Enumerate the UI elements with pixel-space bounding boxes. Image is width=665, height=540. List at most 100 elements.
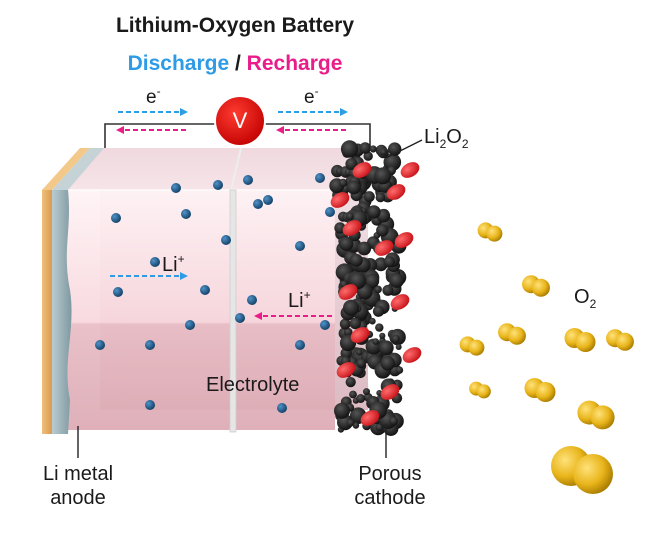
carbon-particle [346,212,354,221]
lithium-ion-label-left: Li+ [162,252,185,277]
lithium-ion-sphere [200,285,210,295]
lithium-ion-sphere [181,209,191,219]
separator [229,148,242,433]
lithium-peroxide-deposit [400,162,420,178]
lithium-ion-sphere [320,320,330,330]
carbon-particle [375,192,386,203]
lithium-ion-label-right: Li+ [288,288,311,313]
carbon-particle [395,366,404,374]
lithium-ion-sphere [145,400,155,410]
lithium-peroxide-deposit [374,240,394,256]
carbon-particle [389,273,404,288]
oxygen-atom [575,332,596,352]
carbon-particle [349,390,357,399]
carbon-particle [382,284,394,296]
oxygen-atom [590,405,615,430]
lithium-ion-sphere [325,207,335,217]
carbon-particle [374,167,392,185]
electron-label-right: e- [304,84,319,109]
carbon-particle [372,338,380,345]
carbon-particle [343,299,359,316]
carbon-particle [383,256,395,268]
oxygen-sub: 2 [589,297,597,311]
carbon-particle [375,323,384,332]
lithium-ion-sphere [221,235,231,245]
subtitle-separator: / [229,52,247,75]
carbon-particle [359,142,372,154]
carbon-particle [345,377,356,388]
subtitle: Discharge / Recharge [0,52,470,76]
oxygen-atom [573,454,613,494]
lithium-ion-sphere [263,195,273,205]
electron-symbol: e [146,87,157,108]
carbon-particle [339,236,354,251]
cathode-label: Porous cathode [340,462,440,510]
carbon-particle [369,145,377,153]
carbon-particle [345,158,358,170]
oxygen-atom [507,326,526,345]
carbon-particle [334,402,350,419]
oxygen-atom [615,332,634,351]
lithium-ion-sphere [243,175,253,185]
carbon-particle [389,416,398,426]
cathode-label-line2: cathode [354,487,426,509]
carbon-particle [343,327,353,337]
electron-symbol: e [304,87,315,108]
oxygen-atom [476,384,491,399]
carbon-particle [376,224,389,237]
lithium-peroxide-deposit [390,294,410,310]
lithium-peroxide-deposit [338,284,358,300]
lithium-symbol: Li [162,254,178,276]
product-pointer [385,139,423,159]
lithium-ion-sphere [247,295,257,305]
carbon-particle [339,178,348,187]
lithium-symbol: Li [288,290,304,312]
oxygen-atom [486,225,503,242]
lithium-ion-sphere [171,183,181,193]
carbon-particle [356,349,363,356]
lithium-peroxide-deposit [402,347,422,363]
lithium-ion-sphere [95,340,105,350]
carbon-particle [363,151,373,161]
product-sub1: 2 [439,137,447,151]
carbon-particle [374,285,382,294]
voltmeter-icon [214,95,266,147]
page-title: Lithium-Oxygen Battery [115,14,355,37]
carbon-particle [339,318,351,330]
carbon-particle [367,205,381,219]
lithium-peroxide-deposit [360,410,380,426]
oxygen-atom [468,339,485,356]
carbon-particle [357,241,372,256]
carbon-particle [363,191,375,203]
product-sub2: 2 [461,137,469,151]
oxygen-symbol: O [574,286,590,308]
lithium-ions [95,173,335,413]
carbon-particle [365,273,380,288]
carbon-particle [363,388,370,396]
carbon-particle [380,356,395,371]
lithium-peroxide-deposit [386,184,406,200]
carbon-particle [395,344,402,350]
recharge-label: Recharge [246,52,343,75]
lithium-ion-sphere [277,403,287,413]
carbon-particle [380,149,387,156]
electron-charge: - [156,84,161,98]
voltmeter-label: V [232,108,248,133]
lithium-peroxide-deposit [350,327,370,343]
carbon-particle [391,334,400,343]
anode-label: Li metal anode [22,462,134,510]
carbon-particle [369,317,376,325]
carbon-particle [379,332,386,339]
lithium-ion-sphere [111,213,121,223]
product-label: Li2O2 [424,126,469,151]
lithium-peroxide-deposit [336,362,356,378]
electron-charge: - [314,84,319,98]
lithium-peroxide-deposit [394,232,414,248]
carbon-particle [356,394,366,403]
lithium-ion-sphere [150,257,160,267]
oxygen-atom [535,382,556,402]
lithium-peroxide-deposit [330,192,350,208]
lithium-ion-sphere [213,180,223,190]
carbon-particle [349,253,363,267]
carbon-particle [372,305,385,317]
